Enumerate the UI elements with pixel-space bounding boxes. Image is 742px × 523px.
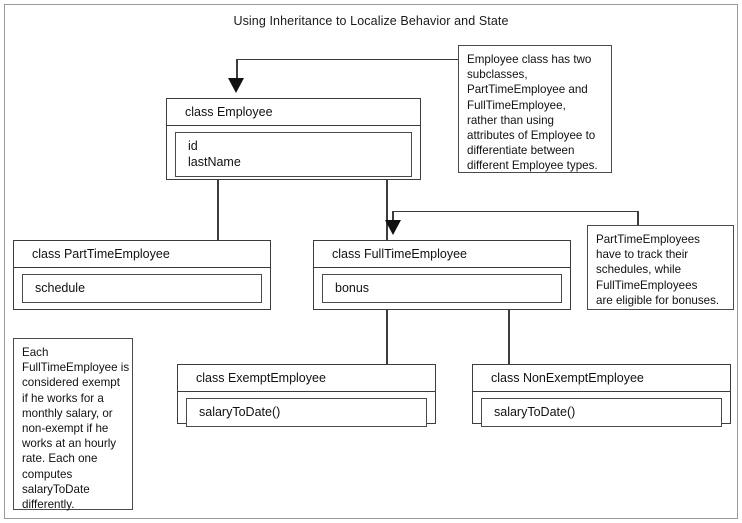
note-line: works at an hourly	[22, 437, 117, 451]
member-lastname: lastName	[188, 155, 241, 169]
member-id: id	[188, 139, 198, 153]
arrowhead-subclass-note	[385, 220, 401, 235]
class-members-parttimeemployee: schedule	[14, 268, 270, 310]
note-line: Each	[22, 346, 49, 359]
note-line: PartTimeEmployees	[596, 233, 700, 246]
class-box-fulltimeemployee[interactable]: class FullTimeEmployee bonus	[313, 240, 571, 310]
note-employee-subclasses: Employee class has two subclasses, PartT…	[458, 45, 612, 173]
note-line: subclasses,	[467, 68, 528, 82]
connector-employee-note-vertical	[236, 59, 238, 81]
members-inner-exemptemployee: salaryToDate()	[186, 398, 427, 427]
note-line: are eligible for bonuses.	[596, 293, 720, 307]
class-box-employee[interactable]: class Employee id lastName	[166, 98, 421, 180]
note-line: have to track their	[596, 248, 689, 262]
member-salarytodate-exempt: salaryToDate()	[199, 405, 281, 419]
class-name-nonexemptemployee: class NonExemptEmployee	[473, 365, 730, 392]
member-salarytodate-nonexempt: salaryToDate()	[494, 405, 576, 419]
note-exempt-explanation: Each FullTimeEmployee is considered exem…	[13, 338, 133, 512]
class-members-exemptemployee: salaryToDate()	[178, 392, 435, 434]
note-line: if he works for a	[22, 391, 104, 405]
note-subclass-responsibilities: PartTimeEmployees have to track their sc…	[587, 225, 734, 310]
class-members-fulltimeemployee: bonus	[314, 268, 570, 310]
connector-subclass-note-drop	[392, 211, 394, 223]
class-box-nonexemptemployee[interactable]: class NonExemptEmployee salaryToDate()	[472, 364, 731, 427]
connector-employee-to-parttime	[217, 180, 219, 240]
arrowhead-employee-note	[228, 78, 244, 93]
connector-subclass-note-horizontal	[392, 211, 638, 213]
note-line: monthly salary, or	[22, 406, 113, 420]
note-line: rather than using	[467, 113, 555, 127]
note-line: Employee class has two	[467, 53, 592, 66]
figure-title: Using Inheritance to Localize Behavior a…	[233, 14, 509, 28]
note-line: rate. Each one	[22, 452, 98, 466]
note-line: FullTimeEmployee is	[22, 361, 130, 375]
class-name-parttimeemployee: class PartTimeEmployee	[14, 241, 270, 268]
connector-fulltime-to-nonexempt	[508, 310, 510, 365]
class-members-employee: id lastName	[167, 126, 420, 184]
members-inner-parttimeemployee: schedule	[22, 274, 262, 303]
note-line: schedules, while	[596, 263, 682, 277]
connector-employee-to-fulltime	[386, 180, 388, 240]
class-box-exemptemployee[interactable]: class ExemptEmployee salaryToDate()	[177, 364, 436, 427]
member-bonus: bonus	[335, 281, 370, 295]
note-line: attributes of Employee to	[467, 129, 596, 143]
members-inner-fulltimeemployee: bonus	[322, 274, 562, 303]
note-line: PartTimeEmployee and	[467, 83, 588, 97]
connector-employee-note-horizontal	[236, 59, 458, 61]
members-inner-employee: id lastName	[175, 132, 412, 177]
note-line: differently.	[22, 498, 75, 512]
class-members-nonexemptemployee: salaryToDate()	[473, 392, 730, 434]
class-name-exemptemployee: class ExemptEmployee	[178, 365, 435, 392]
class-box-parttimeemployee[interactable]: class PartTimeEmployee schedule	[13, 240, 271, 310]
note-line: non-exempt if he	[22, 422, 109, 436]
connector-fulltime-to-exempt	[386, 310, 388, 365]
note-line: considered exempt	[22, 376, 120, 390]
connector-subclass-note-vertical	[637, 211, 639, 225]
note-line: FullTimeEmployee,	[467, 98, 566, 112]
members-inner-nonexemptemployee: salaryToDate()	[481, 398, 722, 427]
note-line: computes	[22, 467, 73, 481]
note-line: salaryToDate	[22, 482, 90, 496]
class-name-employee: class Employee	[167, 99, 420, 126]
note-line: FullTimeEmployees	[596, 278, 698, 292]
class-name-fulltimeemployee: class FullTimeEmployee	[314, 241, 570, 268]
member-schedule: schedule	[35, 281, 86, 295]
note-line: differentiate between	[467, 144, 575, 158]
note-line: different Employee types.	[467, 159, 598, 173]
